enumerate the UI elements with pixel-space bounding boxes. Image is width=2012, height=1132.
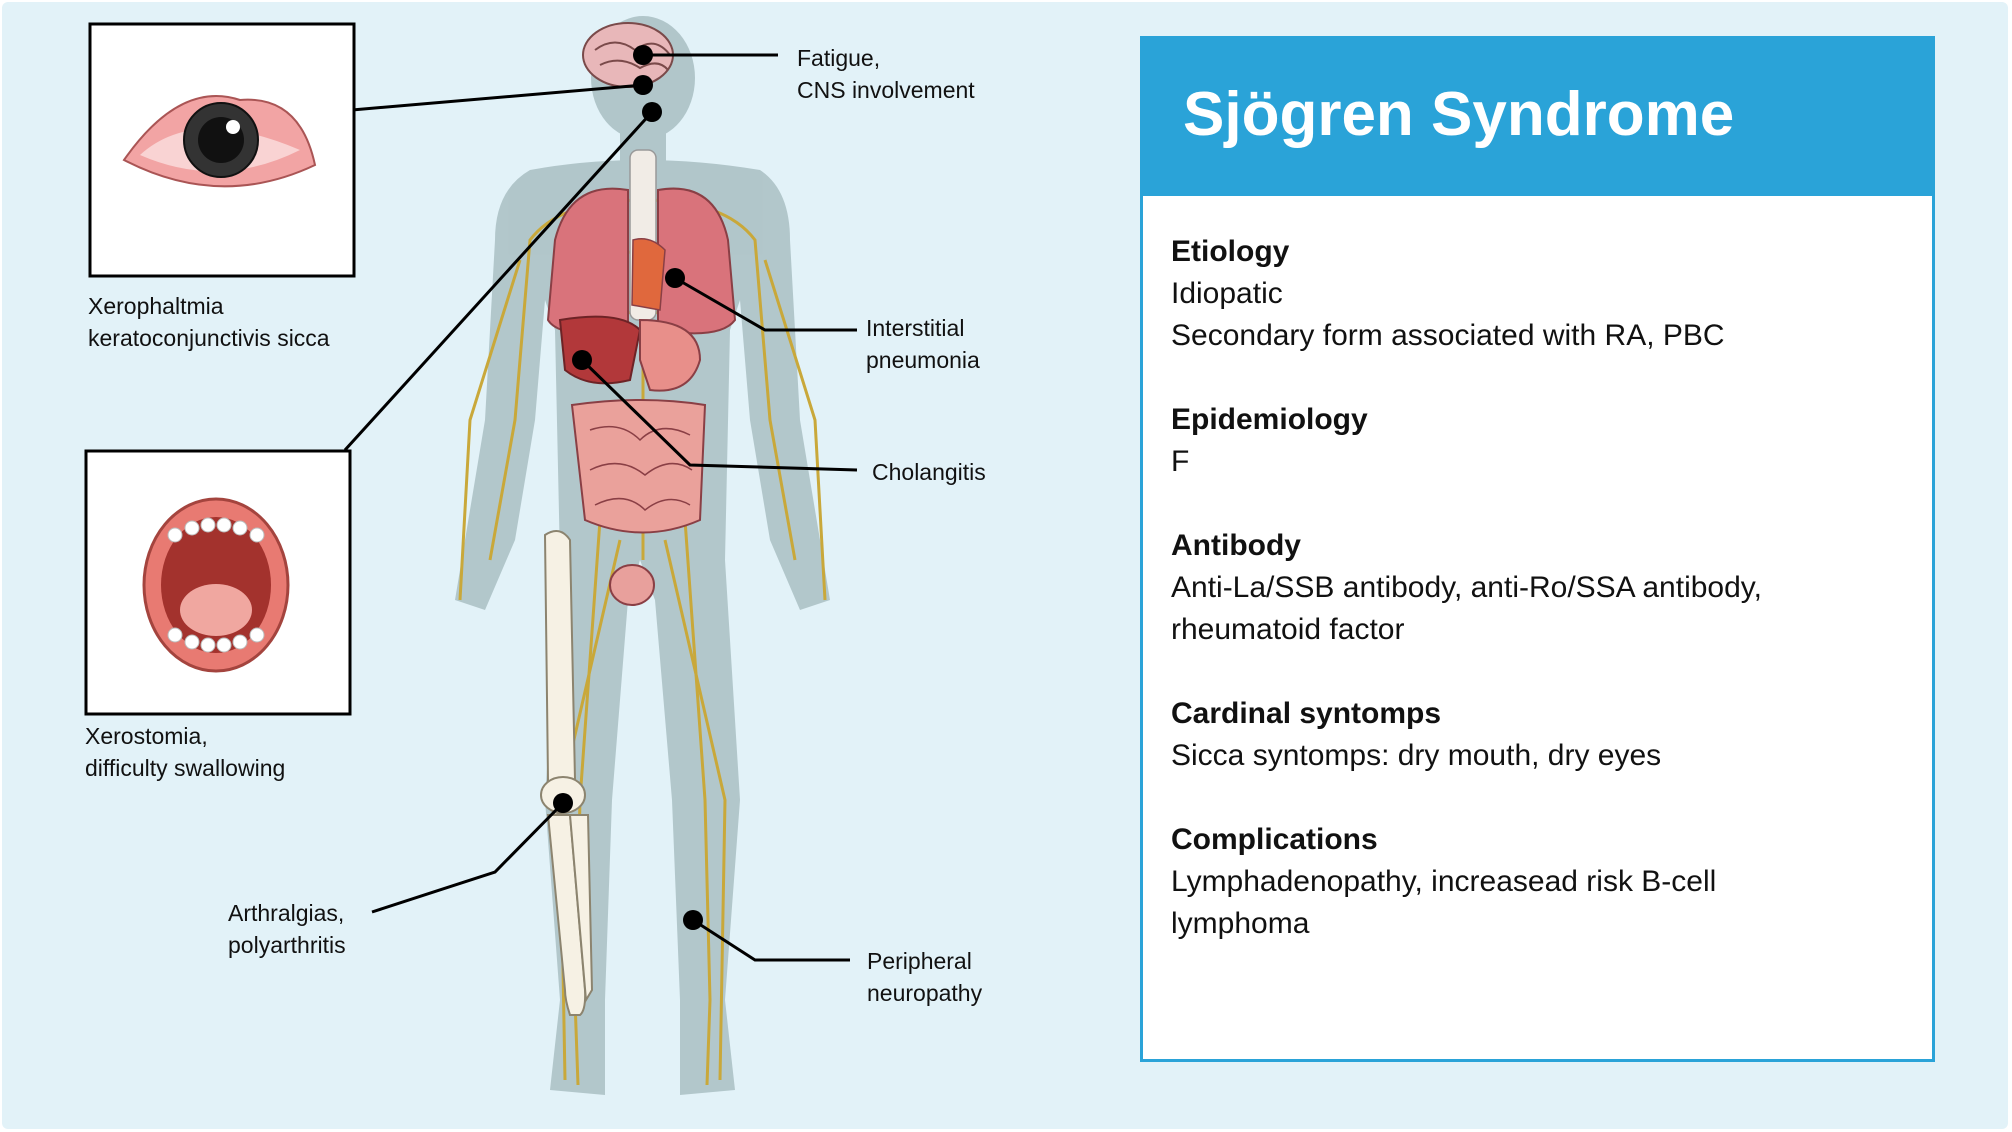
callout-lines (343, 53, 858, 962)
section-text: Sicca syntomps: dry mouth, dry eyes (1171, 739, 1662, 772)
open-mouth-illustration-icon (142, 497, 290, 673)
section-etiology: Etiology Idiopatic Secondary form associ… (1171, 231, 1912, 357)
callout-dots (553, 45, 703, 930)
callout-line: Fatigue, (797, 45, 881, 71)
section-text: Anti-La/SSB antibody, anti-Ro/SSA antibo… (1171, 571, 1762, 604)
section-epidemiology: Epidemiology F (1171, 399, 1912, 483)
section-heading: Antibody (1171, 529, 1301, 562)
section-heading: Etiology (1171, 235, 1290, 268)
section-text: F (1171, 445, 1190, 478)
leg-bones (540, 530, 594, 1016)
lungs (546, 187, 737, 335)
section-heading: Epidemiology (1171, 403, 1368, 436)
callout-line: difficulty swallowing (85, 755, 286, 781)
callout-line: polyarthritis (228, 932, 346, 958)
callout-eyes: Xerophaltmia keratoconjunctivis sicca (88, 290, 330, 354)
panel-header: Sjögren Syndrome (1143, 39, 1932, 196)
callout-lungs: Interstitial pneumonia (866, 312, 980, 376)
intestines (570, 399, 707, 534)
section-heading: Cardinal syntomps (1171, 697, 1442, 730)
panel-body: Etiology Idiopatic Secondary form associ… (1171, 231, 1912, 987)
section-complications: Complications Lymphadenopathy, increasea… (1171, 819, 1912, 945)
panel-title: Sjögren Syndrome (1183, 80, 1735, 149)
section-antibody: Antibody Anti-La/SSB antibody, anti-Ro/S… (1171, 525, 1912, 651)
section-text: Idiopatic (1171, 277, 1283, 310)
callout-line: neuropathy (867, 980, 983, 1006)
section-cardinal-symptoms: Cardinal syntomps Sicca syntomps: dry mo… (1171, 693, 1912, 777)
callout-line: pneumonia (866, 347, 980, 373)
callout-line: keratoconjunctivis sicca (88, 325, 330, 351)
callout-nerves: Peripheral neuropathy (867, 945, 982, 1009)
bladder (609, 564, 655, 606)
section-text: Lymphadenopathy, increasead risk B-cell (1171, 865, 1717, 898)
callout-joints: Arthralgias, polyarthritis (228, 897, 346, 961)
callout-line: Cholangitis (872, 459, 986, 485)
mouth-inset (84, 449, 352, 716)
section-text: lymphoma (1171, 907, 1310, 940)
callout-line: Interstitial (866, 315, 965, 341)
callout-line: Arthralgias, (228, 900, 345, 926)
callout-mouth: Xerostomia, difficulty swallowing (85, 720, 285, 784)
callout-line: Xerophaltmia (88, 293, 224, 319)
eye-illustration-icon (183, 102, 259, 178)
section-text: Secondary form associated with RA, PBC (1171, 319, 1725, 352)
info-panel: Sjögren Syndrome Etiology Idiopatic Seco… (1140, 36, 1935, 1062)
callout-cns: Fatigue, CNS involvement (797, 42, 975, 106)
callout-line: Peripheral (867, 948, 972, 974)
callout-line: CNS involvement (797, 77, 975, 103)
section-text: rheumatoid factor (1171, 613, 1405, 646)
eye-inset (88, 22, 356, 278)
callout-line: Xerostomia, (85, 723, 208, 749)
section-heading: Complications (1171, 823, 1378, 856)
callout-liver: Cholangitis (872, 456, 986, 488)
